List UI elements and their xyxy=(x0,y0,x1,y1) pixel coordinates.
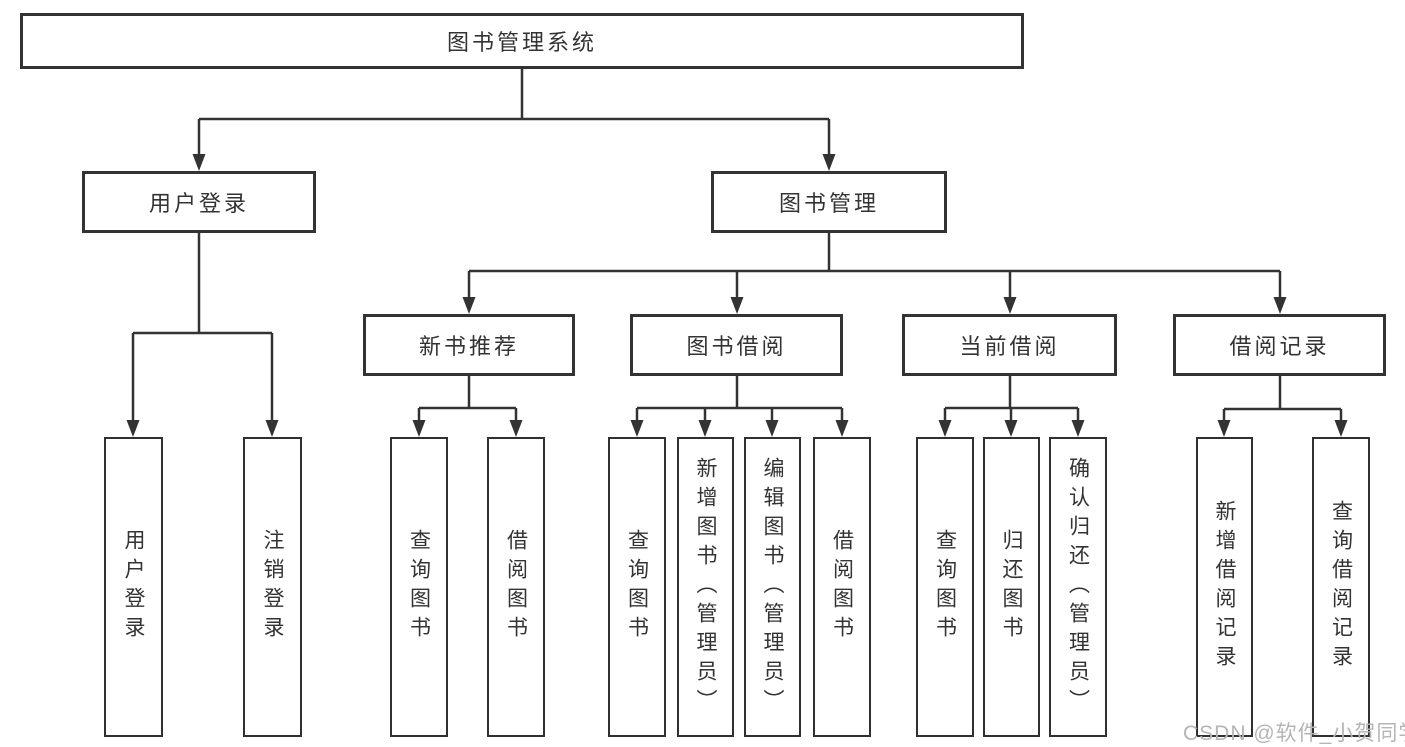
leaf-confirm-return-admin-label: 确认归还（管理员） xyxy=(1066,456,1090,718)
node-root-label: 图书管理系统 xyxy=(446,30,597,55)
leaf-return-books-label: 归还图书 xyxy=(1000,529,1023,645)
leaf-borrow-books-recommend-label: 借阅图书 xyxy=(504,529,528,645)
node-book-management-label: 图书管理 xyxy=(778,191,879,216)
leaf-add-borrow-record-label: 新增借阅记录 xyxy=(1213,500,1236,674)
csdn-watermark: CSDN @软件_小贺同学 xyxy=(1183,722,1405,745)
arrowheads xyxy=(126,154,1348,437)
node-book-management: 图书管理 xyxy=(711,171,947,233)
leaf-add-books-admin-label: 新增图书（管理员） xyxy=(694,456,717,718)
leaf-query-books-borrowing: 查询图书 xyxy=(608,437,666,737)
leaf-return-books: 归还图书 xyxy=(983,437,1040,737)
node-book-borrowing-label: 图书借阅 xyxy=(686,334,787,359)
leaf-borrow-books-borrowing: 借阅图书 xyxy=(813,437,871,737)
node-current-borrowing-label: 当前借阅 xyxy=(959,334,1060,359)
leaf-logout: 注销登录 xyxy=(243,437,302,737)
leaf-query-books-borrowing-label: 查询图书 xyxy=(625,529,649,645)
node-book-borrowing: 图书借阅 xyxy=(630,314,843,376)
leaf-borrow-books-recommend: 借阅图书 xyxy=(487,437,545,737)
connector-shafts xyxy=(131,69,1343,423)
leaf-query-books-current-label: 查询图书 xyxy=(933,529,957,645)
leaf-borrow-books-borrowing-label: 借阅图书 xyxy=(830,529,854,645)
leaf-edit-books-admin-label: 编辑图书（管理员） xyxy=(761,456,784,718)
node-root: 图书管理系统 xyxy=(20,13,1024,69)
node-borrowing-records-label: 借阅记录 xyxy=(1229,334,1330,359)
leaf-query-books-recommend: 查询图书 xyxy=(390,437,448,737)
leaf-user-login-label: 用户登录 xyxy=(122,529,145,645)
node-new-book-recommend: 新书推荐 xyxy=(363,314,575,376)
leaf-edit-books-admin: 编辑图书（管理员） xyxy=(744,437,801,737)
leaf-query-books-current: 查询图书 xyxy=(916,437,974,737)
node-current-borrowing: 当前借阅 xyxy=(902,314,1117,376)
leaf-query-borrow-record: 查询借阅记录 xyxy=(1312,437,1370,737)
leaf-add-books-admin: 新增图书（管理员） xyxy=(677,437,734,737)
leaf-logout-label: 注销登录 xyxy=(261,529,284,645)
leaf-query-books-recommend-label: 查询图书 xyxy=(407,529,431,645)
node-user-login: 用户登录 xyxy=(82,171,316,233)
leaf-confirm-return-admin: 确认归还（管理员） xyxy=(1049,437,1107,737)
node-user-login-label: 用户登录 xyxy=(148,191,249,216)
leaf-user-login: 用户登录 xyxy=(104,437,163,737)
leaf-query-borrow-record-label: 查询借阅记录 xyxy=(1329,500,1353,674)
node-borrowing-records: 借阅记录 xyxy=(1173,314,1386,376)
leaf-add-borrow-record: 新增借阅记录 xyxy=(1196,437,1253,737)
node-new-book-recommend-label: 新书推荐 xyxy=(418,334,519,359)
